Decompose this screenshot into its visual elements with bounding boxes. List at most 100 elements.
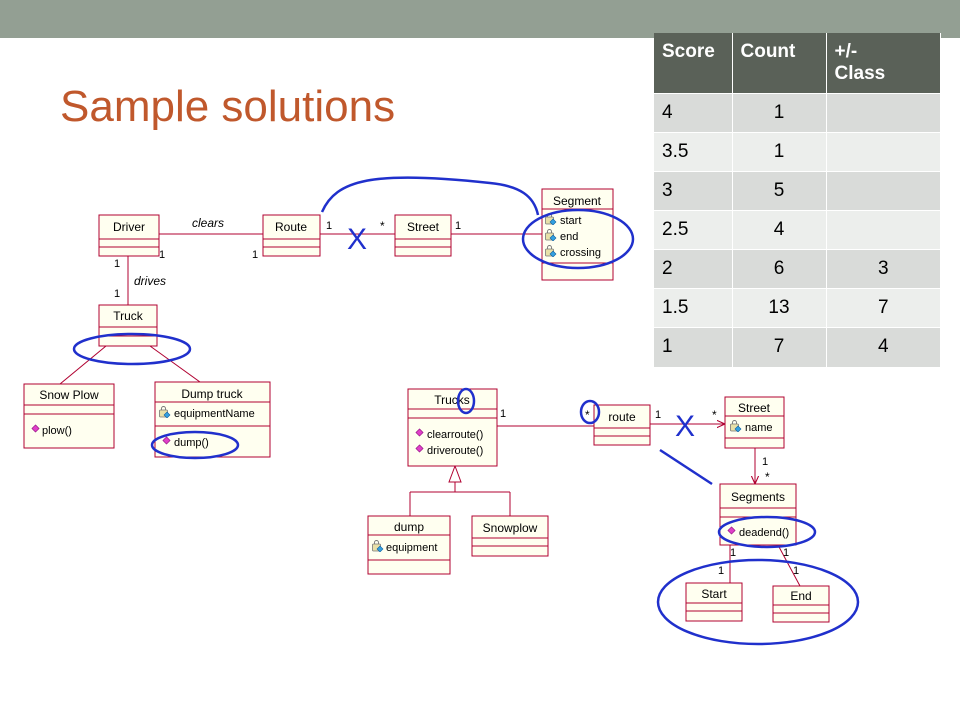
cell-score: 3.5 — [654, 132, 733, 172]
class-name: Trucks — [434, 393, 470, 407]
cell-count: 5 — [732, 171, 827, 211]
cell-count: 7 — [732, 327, 827, 367]
multiplicity: 1 — [326, 220, 332, 232]
multiplicity: * — [765, 470, 770, 484]
cell-count: 6 — [732, 249, 827, 289]
assoc-label-clears: clears — [192, 216, 224, 230]
class-box — [593, 404, 651, 446]
annotation-circle-start-end — [656, 558, 860, 646]
class-name: Snowplow — [483, 521, 538, 535]
table-row: 2 6 3 — [654, 249, 941, 289]
multiplicity: 1 — [783, 547, 789, 559]
class-box — [23, 383, 115, 449]
class-truck: Truck — [98, 304, 158, 347]
score-table-header: Score Count +/- Class — [654, 33, 941, 94]
cell-count: 1 — [732, 93, 827, 133]
annotation-circle-segment-attrs — [521, 208, 635, 270]
class-name: End — [790, 589, 811, 603]
attribute: equipmentName — [174, 408, 255, 420]
cell-class: 7 — [826, 288, 941, 328]
attribute: crossing — [560, 247, 601, 259]
multiplicity: * — [585, 408, 590, 422]
slide-title: Sample solutions — [60, 82, 396, 131]
class-street-2: Street name — [724, 396, 785, 449]
class-box — [772, 585, 830, 623]
class-name: Route — [275, 220, 307, 234]
score-table: Score Count +/- Class 4 1 3.5 1 3 5 2.5 … — [654, 33, 941, 367]
multiplicity: * — [380, 219, 385, 233]
class-box — [685, 582, 743, 622]
cell-count: 1 — [732, 132, 827, 172]
class-box — [98, 214, 160, 257]
class-box — [262, 214, 321, 257]
class-dump-truck: Dump truck equipmentName dump() — [154, 381, 271, 458]
multiplicity: 1 — [762, 456, 768, 468]
multiplicity: 1 — [730, 547, 736, 559]
multiplicity: 1 — [500, 408, 506, 420]
class-box — [719, 483, 797, 546]
annotation-circle-deadend — [717, 515, 817, 549]
class-name: Start — [701, 587, 727, 601]
annotation-circle-trucks-s — [456, 387, 476, 415]
class-name: Segment — [553, 194, 602, 208]
header-score: Score — [654, 33, 733, 94]
class-name: Snow Plow — [39, 388, 99, 402]
cell-class — [826, 132, 941, 172]
cell-class: 3 — [826, 249, 941, 289]
multiplicity: 1 — [793, 565, 799, 577]
multiplicity: * — [712, 408, 717, 422]
multiplicity: 1 — [455, 220, 461, 232]
class-box — [394, 214, 452, 257]
multiplicity: 1 — [655, 409, 661, 421]
table-row: 3.5 1 — [654, 132, 941, 172]
multiplicity: 1 — [252, 249, 258, 261]
class-snowplow: Snowplow — [471, 515, 549, 557]
table-row: 1.5 13 7 — [654, 288, 941, 328]
class-street: Street — [394, 214, 452, 257]
gen-dumptruck-truck — [149, 345, 201, 383]
operation: dump() — [174, 437, 209, 449]
class-name: Driver — [113, 220, 145, 234]
cell-score: 3 — [654, 171, 733, 211]
gen-snowplow-truck — [59, 345, 107, 385]
class-end: End — [772, 585, 830, 623]
assoc-label-drives: drives — [134, 274, 166, 288]
cell-score: 2.5 — [654, 210, 733, 250]
multiplicity: 1 — [718, 565, 724, 577]
class-snow-plow: Snow Plow plow() — [23, 383, 115, 449]
class-box — [407, 388, 498, 467]
cell-count: 13 — [732, 288, 827, 328]
annotation-circle-multiplicity — [579, 399, 601, 425]
class-box — [471, 515, 549, 557]
class-name: Street — [407, 220, 440, 234]
attribute: end — [560, 231, 578, 243]
attribute: equipment — [386, 542, 437, 554]
multiplicity: 1 — [159, 249, 165, 261]
annotation-arc — [320, 176, 540, 216]
class-route-2: route — [593, 404, 651, 446]
class-segments: Segments deadend() — [719, 483, 797, 546]
cell-score: 1.5 — [654, 288, 733, 328]
annotation-slash — [659, 448, 713, 486]
assoc-segments-end — [777, 544, 801, 587]
class-route: Route — [262, 214, 321, 257]
annotation-x-mark: X — [675, 410, 695, 443]
header-count: Count — [732, 33, 827, 94]
annotation-circle-truck — [72, 332, 192, 366]
annotation-circle-dump — [150, 430, 240, 460]
table-row: 2.5 4 — [654, 210, 941, 250]
cell-class — [826, 210, 941, 250]
annotation-x-mark: X — [347, 223, 367, 256]
cell-score: 1 — [654, 327, 733, 367]
class-dump: dump equipment — [367, 515, 451, 575]
operation: plow() — [42, 425, 72, 437]
operation: clearroute() — [427, 429, 483, 441]
diagram-2: 1 * 1 * 1 * 1 1 1 1 Trucks clearroute() … — [367, 388, 830, 623]
class-name: Street — [738, 401, 771, 415]
table-row: 1 7 4 — [654, 327, 941, 367]
cell-class — [826, 171, 941, 211]
table-row: 3 5 — [654, 171, 941, 211]
multiplicity: 1 — [114, 258, 120, 270]
generalization-arrow — [448, 464, 462, 483]
